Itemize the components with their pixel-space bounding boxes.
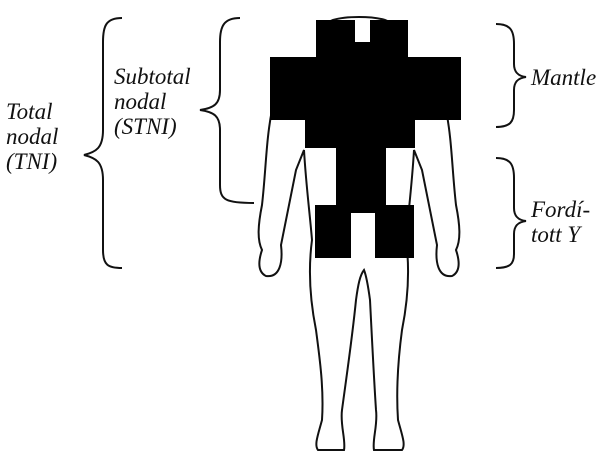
subtotal-nodal-brace	[199, 17, 255, 204]
inverted-y-brace	[495, 157, 527, 269]
subtotal-nodal-label: Subtotal nodal (STNI)	[114, 64, 191, 139]
body-outline	[257, 16, 461, 451]
total-nodal-brace	[83, 17, 123, 269]
total-nodal-label: Total nodal (TNI)	[6, 99, 59, 174]
mantle-field	[270, 20, 461, 148]
mantle-label: Mantle	[531, 65, 597, 90]
mantle-brace	[495, 23, 527, 128]
inverted-y-field	[315, 148, 414, 258]
inverted-y-label: Fordí- tott Y	[531, 197, 591, 247]
